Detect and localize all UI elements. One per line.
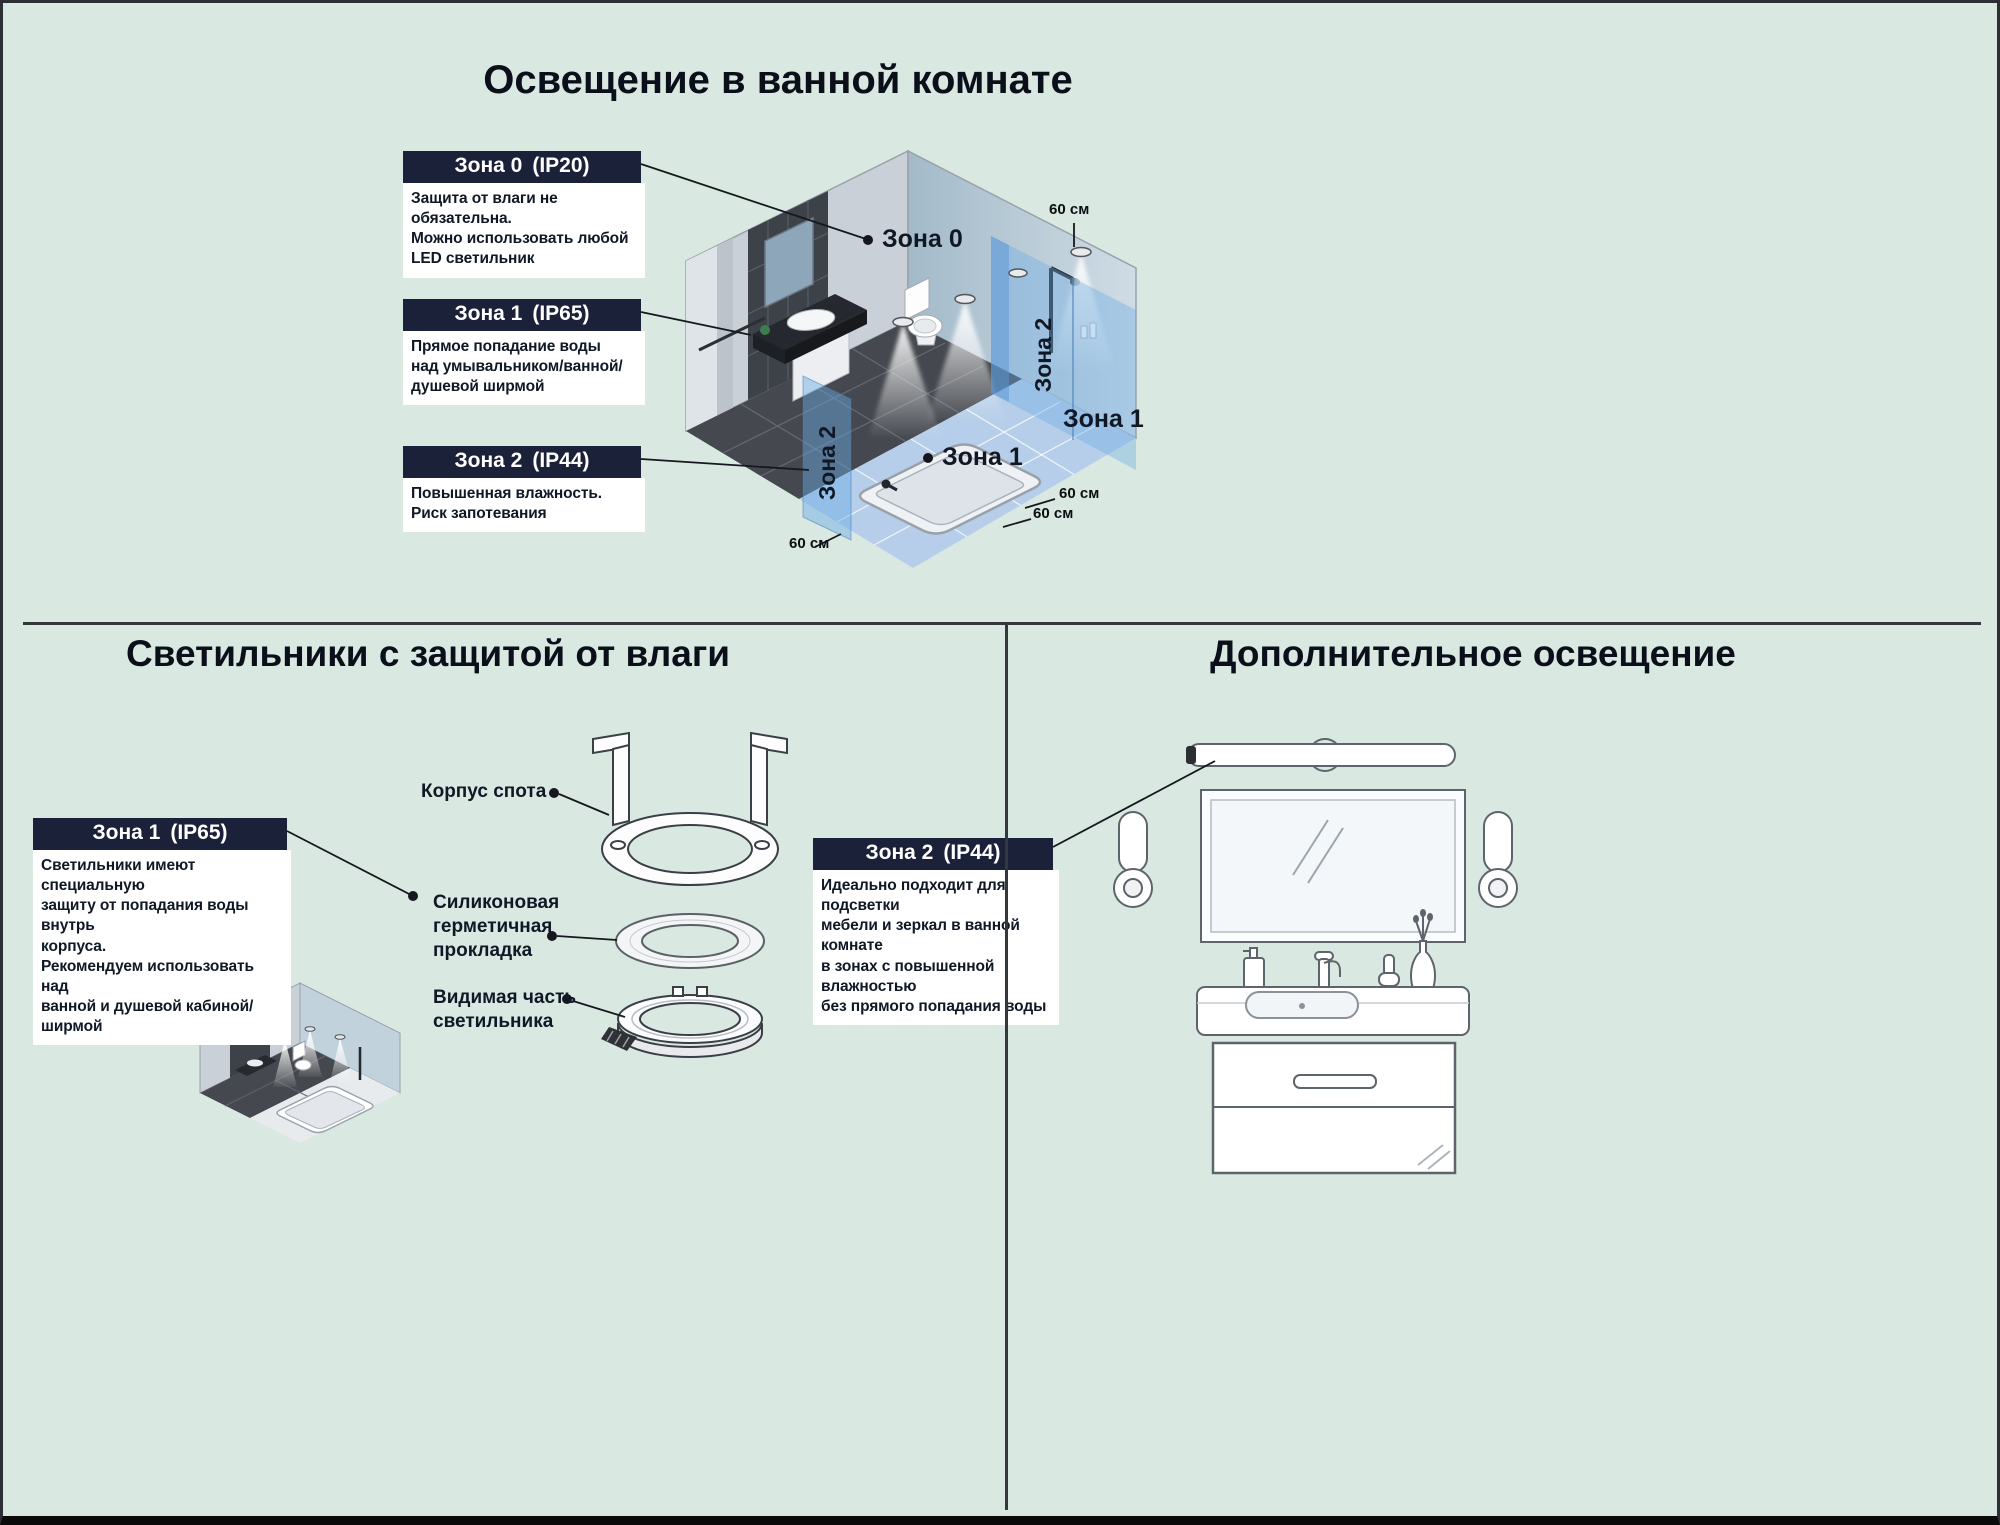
part-label-visible: Видимая часть светильника [433,987,577,1032]
callout-left-zone1: Зона 1 (IP65) Светильники имеют специаль… [33,818,291,1046]
bathtub [858,443,1042,535]
callout-zone2: Зона 2 (IP44) Повышенная влажность. Риск… [403,446,645,533]
zone2-ip: (IP44) [532,449,590,472]
wall-sconce-right [1478,811,1518,908]
soap-dispenser [1243,947,1265,989]
zone1-header: Зона 1 (IP65) [403,299,641,331]
zone0-name: Зона 0 [454,154,523,177]
zone1-ip: (IP65) [532,302,590,325]
zone1-wall-text: Зона 1 [1063,405,1144,433]
page-title: Освещение в ванной комнате [483,58,1073,102]
horizontal-divider [23,622,1981,625]
plant-icon [760,325,770,335]
bullet-dot-icon [863,234,873,245]
vase-with-plant [1410,909,1436,990]
zone0-diagram-text: Зона 0 [882,225,963,253]
left-section-title: Светильники с защитой от влаги [126,633,730,674]
part-label-gasket: Силиконовая герметичная прокладка [433,892,560,961]
mini-bathtub [276,1085,374,1134]
left-zone1-name: Зона 1 [92,821,161,844]
zone-planes [802,236,1136,541]
mirror-light-bar [1186,738,1456,772]
dim-60cm-top: 60 см [1049,201,1090,218]
spot-silicone-gasket [615,913,765,969]
toilet [904,277,943,346]
zone1-wall-label: Зона 1 [1063,405,1144,434]
left-zone1-ip: (IP65) [170,821,228,844]
right-zone2-header: Зона 2 (IP44) [813,838,1053,870]
zone2-right-vertical-label: Зона 2 [1030,317,1056,393]
zone1-desc: Прямое попадание воды над умывальником/в… [403,331,645,406]
zone2-header: Зона 2 (IP44) [403,446,641,478]
right-zone2-ip: (IP44) [943,841,1001,864]
callout-right-zone2: Зона 2 (IP44) Идеально подходит для подс… [813,838,1059,1025]
spot-mounting-bracket [592,731,788,886]
vertical-divider [1005,622,1008,1510]
right-section-title: Дополнительное освещение [1210,633,1736,674]
bullet-dot-icon [923,452,933,463]
mirror [1200,789,1466,943]
right-zone2-name: Зона 2 [865,841,934,864]
wall-sconce-left [1113,811,1153,908]
left-zone1-desc: Светильники имеют специальную защиту от … [33,850,291,1046]
callout-zone1: Зона 1 (IP65) Прямое попадание воды над … [403,299,645,406]
zone0-desc: Защита от влаги не обязательна. Можно ис… [403,183,645,278]
zone2-desc: Повышенная влажность. Риск запотевания [403,478,645,533]
vanity-countertop [1196,986,1470,1036]
dim-60cm-bottomleft: 60 см [789,535,830,552]
vanity-sink [753,294,867,402]
faucet [1314,951,1341,990]
left-zone1-header: Зона 1 (IP65) [33,818,287,850]
light-cones [869,253,1115,436]
zone0-header: Зона 0 (IP20) [403,151,641,183]
right-zone2-desc: Идеально подходит для подсветки мебели и… [813,870,1059,1025]
zone2-left-vertical-label: Зона 2 [814,425,840,501]
zone2-name: Зона 2 [454,449,523,472]
spot-visible-trim [601,986,763,1058]
dim-60cm-right2: 60 см [1033,505,1074,522]
hairdryer [1378,954,1400,987]
callout-zone0: Зона 0 (IP20) Защита от влаги не обязате… [403,151,645,278]
dim-60cm-right1: 60 см [1059,485,1100,502]
bathroom-isometric-illustration [685,149,1137,568]
zone1-name: Зона 1 [454,302,523,325]
vanity-cabinet [1211,1041,1457,1175]
part-label-body: Корпус спота [421,781,547,802]
spotlight-parts-illustration [592,731,788,1058]
zone0-diagram-label: Зона 0 [863,225,963,254]
mirror-lighting-illustration [1113,738,1518,1175]
zone1-floor-text: Зона 1 [942,443,1023,471]
zone1-floor-label: Зона 1 [923,443,1023,472]
ceiling-spotlights [892,246,1092,328]
zone0-ip: (IP20) [532,154,590,177]
